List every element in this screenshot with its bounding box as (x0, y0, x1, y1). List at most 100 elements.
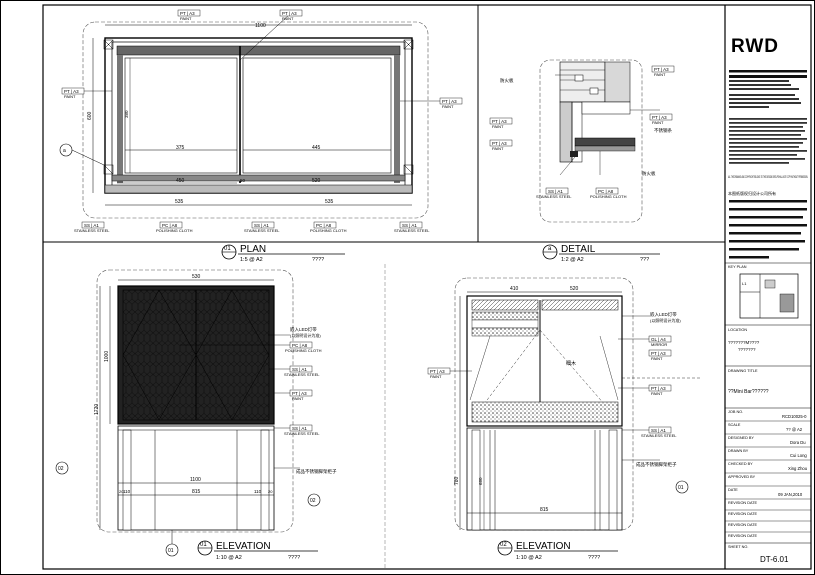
svg-text:CHECKED BY: CHECKED BY (728, 462, 753, 466)
checked-by-value: Xing Zhou (788, 466, 808, 471)
svg-text:01: 01 (200, 542, 207, 548)
svg-text:535: 535 (175, 199, 184, 205)
svg-text:嵌入LED灯带: 嵌入LED灯带 (290, 326, 317, 333)
detail-view: 防火板 不锈钢条 防火板 (500, 59, 672, 223)
elevation-02-title: 02 ELEVATION 1:10 @ A2 ???? (497, 540, 618, 561)
svg-text:1100: 1100 (190, 477, 201, 483)
svg-text:1000: 1000 (104, 351, 110, 362)
svg-text:02: 02 (310, 498, 316, 504)
svg-text:PT | A3: PT | A3 (64, 89, 79, 94)
svg-text:SS | A1: SS | A1 (292, 367, 307, 372)
scale-value: ?? @ A2 (786, 427, 803, 432)
svg-text:POLISHING CLOTH: POLISHING CLOTH (590, 194, 627, 199)
svg-text:DRAWING TITLE: DRAWING TITLE (728, 369, 758, 373)
svg-text:PT | A3: PT | A3 (654, 67, 669, 72)
svg-text:PAINT: PAINT (442, 104, 454, 109)
svg-text:1:5 @ A2: 1:5 @ A2 (240, 257, 263, 263)
svg-text:JOB NO.: JOB NO. (728, 410, 743, 414)
elev1-title-text: ELEVATION (216, 541, 271, 552)
svg-text:815: 815 (540, 507, 549, 513)
job-no-value: RCD10025-0 (782, 414, 807, 419)
svg-text:SS | A1: SS | A1 (548, 189, 563, 194)
svg-text:PT | A3: PT | A3 (652, 115, 667, 120)
svg-text:PT | A3: PT | A3 (292, 391, 307, 396)
svg-text:SS | A1: SS | A1 (254, 223, 269, 228)
svg-text:110: 110 (123, 489, 131, 494)
svg-text:1:10 @ A2: 1:10 @ A2 (516, 555, 542, 561)
svg-text:STAINLESS STEEL: STAINLESS STEEL (284, 372, 320, 377)
svg-text:815: 815 (192, 489, 201, 495)
svg-text:450: 450 (176, 178, 185, 184)
svg-text:PAINT: PAINT (652, 120, 664, 125)
svg-text:SS | A1: SS | A1 (84, 223, 99, 228)
legal-chinese (729, 200, 807, 259)
svg-text:POLISHING CLOTH: POLISHING CLOTH (310, 228, 347, 233)
svg-text:REVISION DATE: REVISION DATE (728, 534, 758, 538)
date-value: 09 JAN,2010 (778, 492, 803, 497)
svg-text:520: 520 (570, 286, 579, 292)
title-block: RWD (725, 36, 811, 564)
svg-text:POLISHING CLOTH: POLISHING CLOTH (156, 228, 193, 233)
plan-title-text: PLAN (240, 244, 266, 255)
svg-text:APPROVED BY: APPROVED BY (728, 475, 756, 479)
svg-text:380: 380 (124, 110, 129, 118)
svg-text:PT | A3: PT | A3 (282, 11, 297, 16)
svg-text:SS | A1: SS | A1 (292, 426, 307, 431)
svg-text:20: 20 (268, 489, 273, 494)
svg-text:????: ???? (288, 555, 300, 561)
svg-text:STAINLESS STEEL: STAINLESS STEEL (641, 433, 677, 438)
svg-text:L1: L1 (742, 281, 747, 286)
designed-by-value: Dora Du (790, 440, 806, 445)
sheet-border (42, 4, 812, 570)
svg-text:DRAWN BY: DRAWN BY (728, 449, 749, 453)
legal-en-text: ALL THE DRAWING AND COPYRIGHT BELONG TO … (728, 175, 808, 179)
svg-text:50: 50 (240, 178, 246, 183)
svg-text:STAINLESS STEEL: STAINLESS STEEL (74, 228, 110, 233)
location-value: ???????M???? (728, 340, 760, 345)
svg-text:PAINT: PAINT (654, 72, 666, 77)
svg-text:POLISHING CLOTH: POLISHING CLOTH (285, 348, 322, 353)
elev2-door-note: 细木 (566, 360, 576, 367)
svg-text:1:2 @ A2: 1:2 @ A2 (561, 257, 584, 263)
svg-text:SCALE: SCALE (728, 423, 741, 427)
svg-text:REVISION DATE: REVISION DATE (728, 512, 758, 516)
svg-text:DATE: DATE (728, 488, 738, 492)
svg-text:110: 110 (254, 489, 262, 494)
svg-text:PT | A3: PT | A3 (442, 99, 457, 104)
svg-text:01: 01 (168, 548, 174, 554)
svg-text:PAINT: PAINT (430, 374, 442, 379)
svg-text:(以照明设计为准): (以照明设计为准) (290, 332, 321, 338)
svg-text:530: 530 (192, 274, 201, 280)
elevation-01-view: 530 1000 1720 1100 815 110 110 20 20 02 … (55, 269, 337, 557)
plan-view: 1100 375 445 450 520 50 60 (59, 13, 429, 219)
svg-text:GL | A4: GL | A4 (651, 337, 666, 342)
svg-text:535: 535 (325, 199, 334, 205)
elevation-02-view: 410 520 细木 780 680 815 01 成品不锈钢脚架柜子 嵌入 (454, 277, 700, 531)
detail-title: a DETAIL 1:2 @ A2 ??? (542, 244, 660, 263)
svg-text:STAINLESS STEEL: STAINLESS STEEL (394, 228, 430, 233)
svg-text:STAINLESS STEEL: STAINLESS STEEL (244, 228, 280, 233)
sheet-no-value: DT-6.01 (760, 555, 789, 564)
svg-text:????: ???? (312, 257, 324, 263)
rwd-logo: RWD (731, 36, 779, 57)
svg-text:PAINT: PAINT (492, 124, 504, 129)
legal-cn-text: 本图纸版权归设计公司所有 (728, 190, 776, 196)
svg-text:02: 02 (500, 542, 507, 548)
svg-text:LOCATION: LOCATION (728, 328, 747, 332)
detail-note-b: 不锈钢条 (654, 127, 672, 134)
plan-title: 01 PLAN 1:5 @ A2 ???? (221, 244, 345, 263)
svg-text:???: ??? (640, 257, 649, 263)
svg-text:780: 780 (454, 476, 460, 485)
svg-text:20: 20 (119, 489, 124, 494)
svg-text:PAINT: PAINT (651, 356, 663, 361)
svg-text:SS | A1: SS | A1 (402, 223, 417, 228)
drawn-by-value: Cui Long (790, 453, 807, 458)
